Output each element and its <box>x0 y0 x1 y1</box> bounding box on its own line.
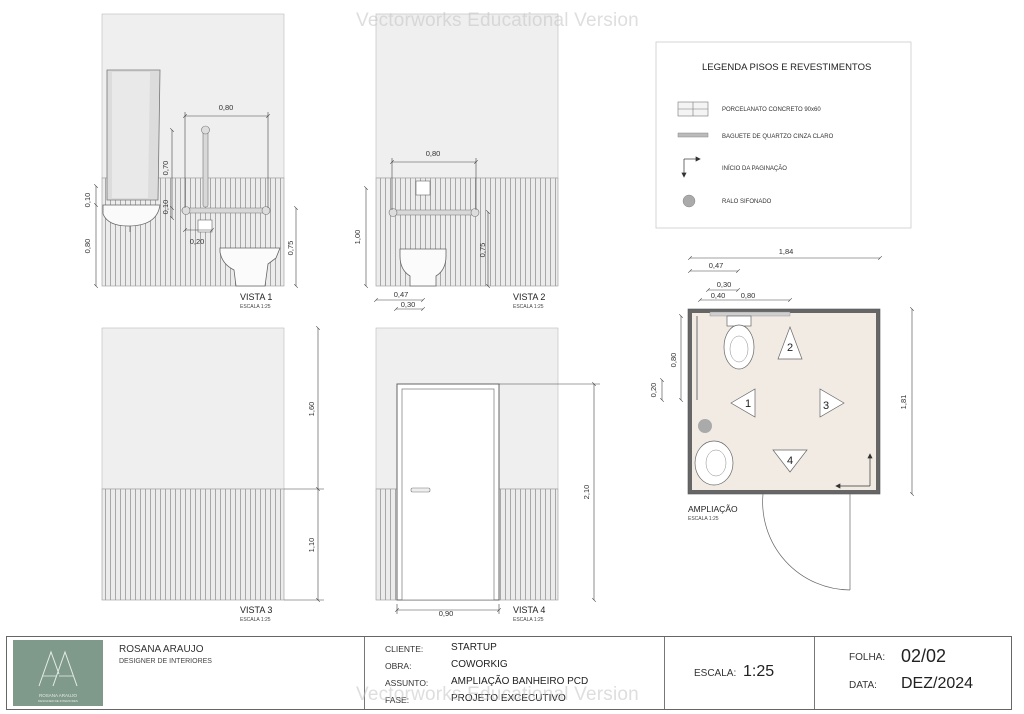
drain-plan-icon <box>698 419 712 433</box>
plan-title: AMPLIAÇÃO <box>688 504 738 514</box>
plan-marker-4: 4 <box>787 455 793 467</box>
vista-4-title: VISTA 4 <box>513 605 545 615</box>
v4-dim-210: 2,10 <box>582 485 591 500</box>
field-assunto-value: AMPLIAÇÃO BANHEIRO PCD <box>451 676 589 687</box>
vertical-grab-bar <box>202 126 209 208</box>
door-handle <box>410 487 431 493</box>
legend-box: LEGENDA PISOS E REVESTIMENTOS PORCELANAT… <box>655 41 912 229</box>
plan-dim-080-side: 0,80 <box>669 353 678 368</box>
v1-dim-070: 0,70 <box>161 161 170 176</box>
v1-dim-075: 0,75 <box>286 241 295 256</box>
plan-dim-040: 0,40 <box>711 291 726 300</box>
v1-dim-080-height: 0,80 <box>83 239 92 254</box>
sink-plan-icon <box>694 440 734 486</box>
door-swing <box>762 493 851 591</box>
scale-label: ESCALA: <box>694 668 737 679</box>
vista-2-title: VISTA 2 <box>513 292 545 302</box>
toilet-plan-icon <box>723 315 755 370</box>
designer-logo: ROSANA ARAUJO DESIGNER DE INTERIORES <box>13 640 103 706</box>
v2-dim-080: 0,80 <box>426 149 441 158</box>
vista-4-scale: ESCALA 1:25 <box>513 617 544 623</box>
field-fase-value: PROJETO EXCECUTIVO <box>451 693 566 704</box>
legend-title: LEGENDA PISOS E REVESTIMENTOS <box>702 62 871 73</box>
field-assunto-label: ASSUNTO: <box>385 678 429 688</box>
v2-dim-075: 0,75 <box>478 243 487 258</box>
designer-name: ROSANA ARAUJO <box>119 644 204 655</box>
sheet-label: FOLHA: <box>849 652 886 663</box>
drain-icon <box>682 194 696 208</box>
legend-label-porcelanato: PORCELANATO CONCRETO 90x60 <box>722 107 821 113</box>
vista-3-title: VISTA 3 <box>240 605 272 615</box>
date-label: DATA: <box>849 680 877 691</box>
designer-role: DESIGNER DE INTERIORES <box>119 658 212 665</box>
field-fase-label: FASE: <box>385 695 410 705</box>
v2-dim-030: 0,30 <box>401 300 416 309</box>
plan-marker-1: 1 <box>745 398 751 410</box>
sink-side <box>102 204 161 227</box>
quartz-strip-icon <box>677 132 709 138</box>
v4-dim-090: 0,90 <box>439 609 454 618</box>
v2-dim-100: 1,00 <box>353 230 362 245</box>
tile-swatch-icon <box>677 101 709 117</box>
plan-marker-3: 3 <box>823 400 829 412</box>
door-leaf <box>401 388 495 601</box>
v1-dim-020: 0,20 <box>190 237 205 246</box>
plan-dim-184: 1,84 <box>779 247 794 256</box>
vista-1-title: VISTA 1 <box>240 292 272 302</box>
plan-dim-181: 1,81 <box>899 395 908 410</box>
vista-2-scale: ESCALA 1:25 <box>513 304 544 310</box>
logo-subcaption: DESIGNER DE INTERIORES <box>38 699 78 703</box>
v2-dim-047: 0,47 <box>394 290 409 299</box>
field-obra-label: OBRA: <box>385 661 412 671</box>
legend-label-baguete: BAGUETE DE QUARTZO CINZA CLARO <box>722 134 834 140</box>
watermark-bottom: Vectorworks Educational Version <box>356 684 639 705</box>
v3-dim-110: 1,10 <box>307 538 316 553</box>
v1-dim-080: 0,80 <box>219 103 234 112</box>
legend-label-paginacao: INÍCIO DA PAGINAÇÃO <box>722 165 787 172</box>
sheet-value: 02/02 <box>901 646 947 666</box>
logo-monogram-icon: ROSANA ARAUJO DESIGNER DE INTERIORES <box>38 650 78 703</box>
vista-1-scale: ESCALA 1:25 <box>240 304 271 310</box>
plan-scale: ESCALA 1:25 <box>688 516 719 522</box>
plan-marker-2: 2 <box>787 342 793 354</box>
vista-4-elevation: 2,10 0,90 VISTA 4 ESCALA 1:25 <box>375 327 600 623</box>
scale-value: 1:25 <box>743 663 775 680</box>
plan-dim-080-top: 0,80 <box>741 291 756 300</box>
grab-bar-front <box>389 209 479 216</box>
vista-1-elevation: 0,80 0,70 0,10 0,10 0,80 0,20 0,75 VISTA… <box>83 13 296 310</box>
plan-dim-020: 0,20 <box>649 383 658 398</box>
logo-caption: ROSANA ARAUJO <box>39 693 78 698</box>
floor-plan: 2 1 3 4 1,84 0,47 0,30 0,40 0,8 <box>649 247 912 591</box>
pagination-start-icon <box>681 156 701 178</box>
toilet-front <box>399 248 447 287</box>
field-obra-value: COWORKIG <box>451 659 508 670</box>
vista-2-elevation: 0,80 1,00 0,75 0,47 0,30 VISTA 2 ESCALA … <box>353 13 559 310</box>
field-cliente-value: STARTUP <box>451 642 497 653</box>
vista-3-scale: ESCALA 1:25 <box>240 617 271 623</box>
vista-3-elevation: 1,60 1,10 VISTA 3 ESCALA 1:25 <box>101 328 324 623</box>
title-block: ROSANA ARAUJO DESIGNER DE INTERIORES ROS… <box>6 636 1012 710</box>
date-value: DEZ/2024 <box>901 675 974 692</box>
v1-dim-010-b: 0,10 <box>161 200 170 215</box>
v3-dim-160: 1,60 <box>307 402 316 417</box>
plan-dim-047: 0,47 <box>709 261 724 270</box>
plan-dim-030: 0,30 <box>717 280 732 289</box>
v1-dim-010-a: 0,10 <box>83 193 92 208</box>
horizontal-grab-bar <box>181 207 271 214</box>
watermark-top: Vectorworks Educational Version <box>356 10 639 31</box>
field-cliente-label: CLIENTE: <box>385 644 424 654</box>
toilet-side <box>219 247 281 287</box>
legend-label-ralo: RALO SIFONADO <box>722 199 772 205</box>
